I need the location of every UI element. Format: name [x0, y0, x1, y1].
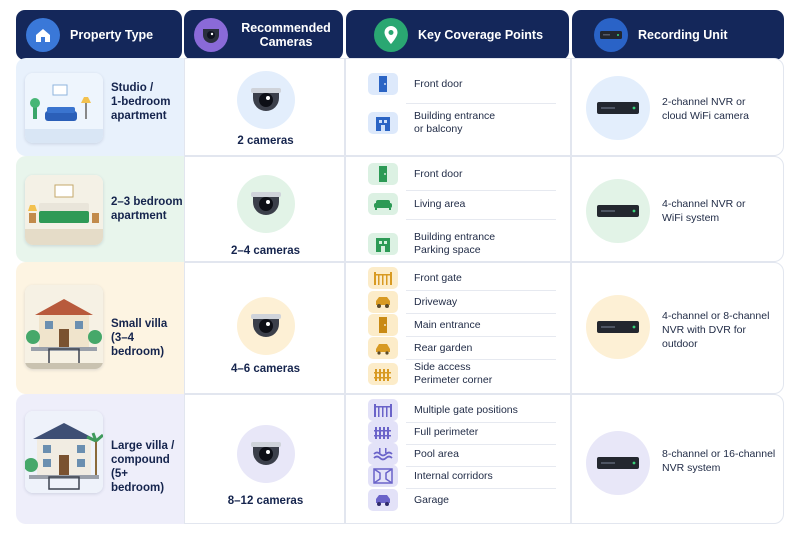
divider — [406, 190, 556, 191]
divider — [406, 359, 556, 360]
coverage-item: Living area — [368, 193, 465, 215]
gate-icon — [368, 267, 398, 289]
recording-unit-label: 4-channel or 8-channel NVR with DVR for … — [662, 310, 770, 350]
header-property-type: Property Type — [16, 10, 182, 60]
recording-unit-label: 8-channel or 16-channel NVR system — [662, 448, 776, 474]
fence-icon — [368, 421, 398, 443]
coverage-cell: Multiple gate positions Full perimeter P… — [345, 394, 571, 524]
camera-count: 2 cameras — [237, 135, 294, 147]
divider — [406, 290, 556, 291]
corridor-icon — [368, 465, 398, 487]
divider — [406, 444, 556, 445]
table-row: 2–3 bedroom apartment 2–4 cameras Front … — [16, 156, 784, 262]
divider — [406, 103, 556, 104]
nvr-recorder-icon — [586, 76, 650, 140]
door-icon — [368, 163, 398, 185]
camera-count: 2–4 cameras — [230, 245, 301, 257]
coverage-cell: Front gate Driveway Main entrance Rear g… — [345, 262, 571, 394]
divider — [406, 219, 556, 220]
bedroom-apartment-illustration — [25, 175, 103, 245]
small-villa-illustration — [25, 285, 103, 369]
building-icon — [368, 233, 398, 255]
header-key-coverage-points: Key Coverage Points — [346, 10, 569, 60]
table-row: Small villa (3–4 bedroom) 4–6 cameras Fr… — [16, 262, 784, 394]
camera-icon — [194, 18, 228, 52]
divider — [406, 466, 556, 467]
door-icon — [368, 73, 398, 95]
dome-camera-icon — [237, 425, 295, 483]
coverage-item: Full perimeter — [368, 421, 478, 443]
gate-icon — [368, 399, 398, 421]
header-recommended-cameras: Recommended Cameras — [184, 10, 343, 60]
coverage-item: Multiple gate positions — [368, 399, 518, 421]
recording-unit-label: 4-channel NVR or WiFi system — [662, 198, 746, 224]
recording-cell: 4-channel or 8-channel NVR with DVR for … — [571, 262, 784, 394]
studio-apartment-illustration — [25, 73, 103, 143]
divider — [406, 488, 556, 489]
property-type-label: Studio / 1-bedroom apartment — [111, 82, 171, 122]
cameras-cell: 2 cameras — [184, 58, 345, 156]
divider — [406, 422, 556, 423]
nvr-recorder-icon — [586, 295, 650, 359]
property-type-label: Small villa (3–4 bedroom) — [111, 318, 168, 358]
recorder-icon — [594, 18, 628, 52]
recording-cell: 8-channel or 16-channel NVR system — [571, 394, 784, 524]
coverage-item: Rear garden — [368, 337, 472, 359]
property-cell: Small villa (3–4 bedroom) — [16, 262, 184, 394]
cameras-cell: 4–6 cameras — [184, 262, 345, 394]
cameras-cell: 8–12 cameras — [184, 394, 345, 524]
map-pin-icon — [374, 18, 408, 52]
coverage-item: Front door — [368, 73, 462, 95]
property-cell: Studio / 1-bedroom apartment — [16, 58, 184, 156]
garden-icon — [368, 337, 398, 359]
property-type-label: 2–3 bedroom apartment — [111, 196, 183, 222]
fence-icon — [368, 363, 398, 385]
nvr-recorder-icon — [586, 179, 650, 243]
property-cell: Large villa / compound (5+ bedroom) — [16, 394, 184, 524]
car-icon — [368, 489, 398, 511]
recording-cell: 2-channel NVR or cloud WiFi camera — [571, 58, 784, 156]
recording-cell: 4-channel NVR or WiFi system — [571, 156, 784, 262]
coverage-item: Front gate — [368, 267, 462, 289]
dome-camera-icon — [237, 297, 295, 355]
recording-unit-label: 2-channel NVR or cloud WiFi camera — [662, 96, 749, 122]
camera-count: 8–12 cameras — [227, 495, 304, 507]
sofa-icon — [368, 193, 398, 215]
coverage-item: Main entrance — [368, 314, 481, 336]
coverage-item: Garage — [368, 489, 449, 511]
pool-icon — [368, 443, 398, 465]
coverage-cell: Front door Living area Building entrance… — [345, 156, 571, 262]
camera-count: 4–6 cameras — [230, 363, 301, 375]
property-cell: 2–3 bedroom apartment — [16, 156, 184, 262]
coverage-item: Driveway — [368, 291, 457, 313]
header-recording-unit: Recording Unit — [572, 10, 784, 60]
door-icon — [368, 314, 398, 336]
house-icon — [26, 18, 60, 52]
coverage-item: Front door — [368, 163, 462, 185]
large-villa-illustration — [25, 411, 103, 493]
property-type-label: Large villa / compound (5+ bedroom) — [111, 440, 175, 494]
divider — [406, 336, 556, 337]
cameras-cell: 2–4 cameras — [184, 156, 345, 262]
building-icon — [368, 112, 398, 134]
divider — [406, 313, 556, 314]
nvr-recorder-icon — [586, 431, 650, 495]
dome-camera-icon — [237, 175, 295, 233]
coverage-item: Internal corridors — [368, 465, 493, 487]
car-icon — [368, 291, 398, 313]
dome-camera-icon — [237, 71, 295, 129]
table-row: Studio / 1-bedroom apartment 2 cameras F… — [16, 58, 784, 156]
table-row: Large villa / compound (5+ bedroom) 8–12… — [16, 394, 784, 524]
coverage-item: Pool area — [368, 443, 459, 465]
